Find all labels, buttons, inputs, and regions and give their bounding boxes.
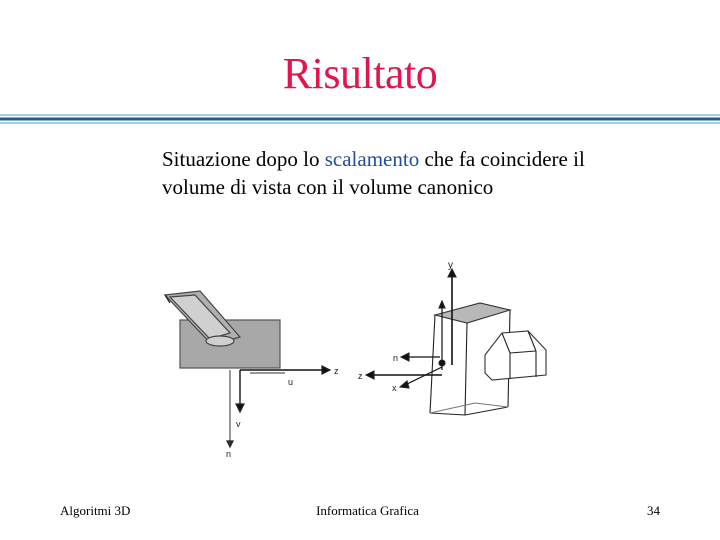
left-label-z: z	[334, 366, 339, 376]
right-diagram	[364, 267, 547, 416]
body-text-highlight: scalamento	[324, 147, 420, 171]
right-label-y: y	[448, 260, 453, 271]
body-text-part2: che fa coincidere il volume di vista con…	[162, 147, 585, 199]
house	[484, 330, 547, 381]
right-label-n: n	[393, 353, 398, 363]
right-label-x: x	[392, 383, 397, 393]
page-number: 34	[647, 503, 660, 518]
x-axis	[404, 366, 443, 386]
box-top	[432, 302, 513, 324]
scaling-figure: u v n z	[150, 255, 570, 465]
slide-title: Risultato	[282, 49, 438, 98]
left-diagram	[163, 290, 332, 449]
left-label-v: v	[236, 419, 241, 429]
footer-course: Algoritmi 3D	[60, 503, 131, 518]
left-label-n: n	[226, 449, 231, 459]
view-volume-end	[205, 335, 235, 347]
view-volume-inner	[168, 294, 232, 340]
title-rule	[0, 112, 720, 124]
left-label-u: u	[288, 377, 293, 387]
slide-body-text: Situazione dopo lo scalamento che fa coi…	[162, 145, 602, 201]
right-label-z: z	[358, 371, 363, 381]
body-text-part1: Situazione dopo lo	[162, 147, 325, 171]
figure-svg: u v n z	[163, 260, 547, 459]
footer-subject: Informatica Grafica	[316, 503, 419, 518]
